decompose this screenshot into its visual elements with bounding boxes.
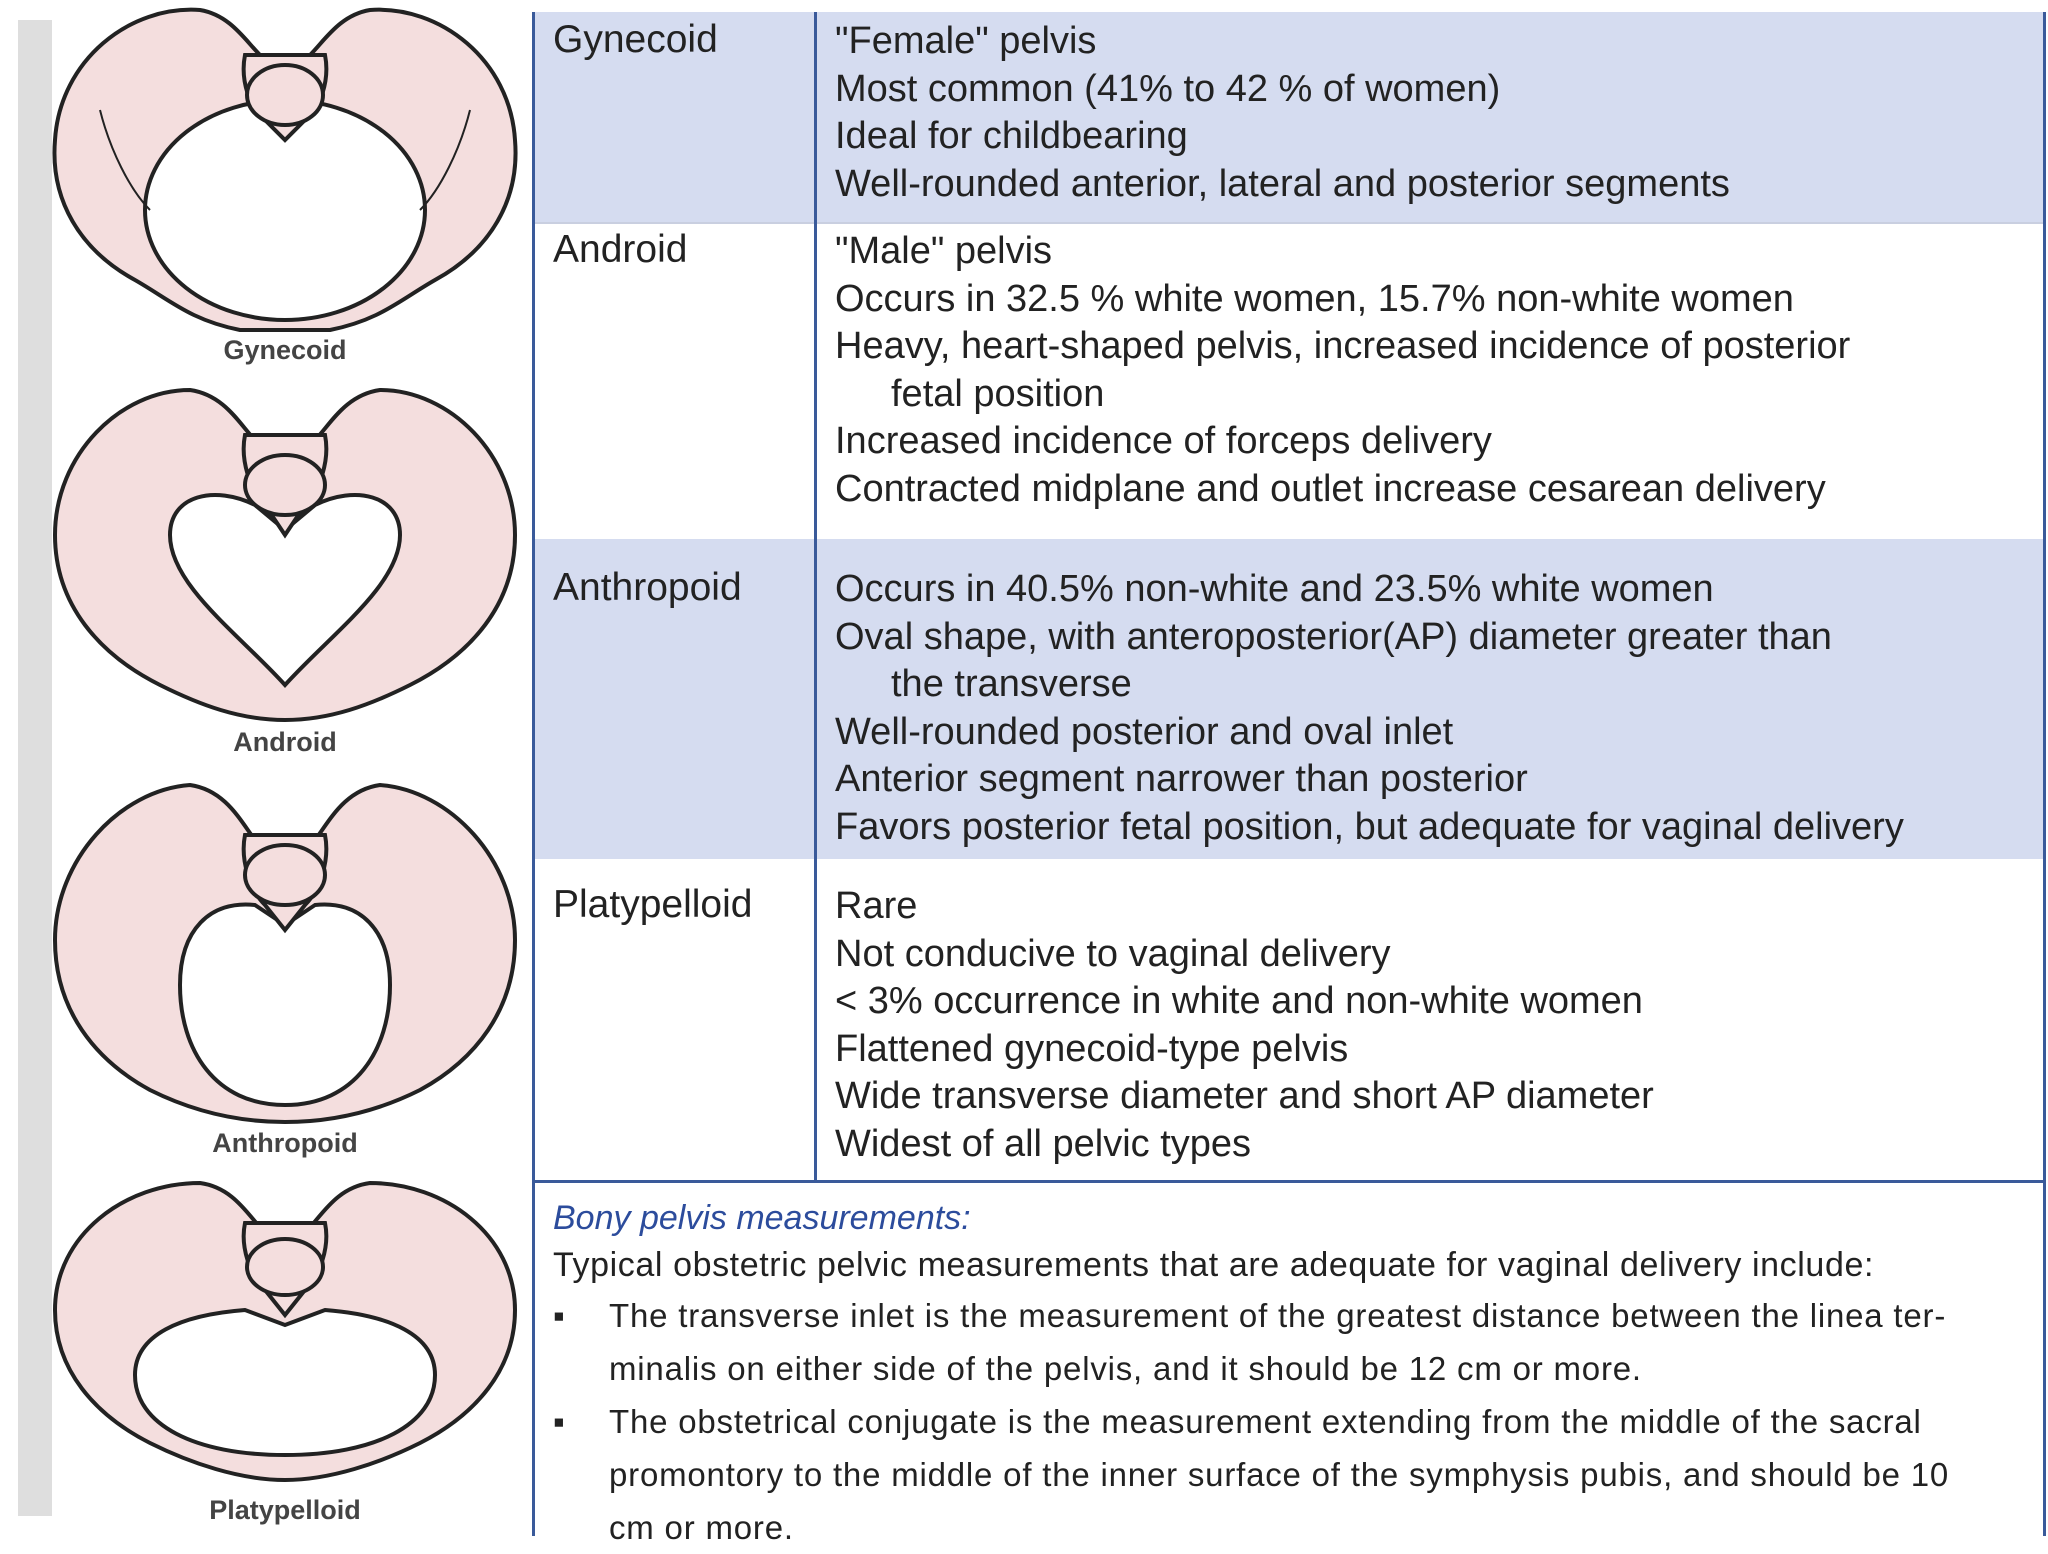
type-description: Occurs in 40.5% non-white and 23.5% whit… xyxy=(835,566,2025,851)
type-description: "Male" pelvis Occurs in 32.5 % white wom… xyxy=(835,228,2025,513)
bullet-line: cm or more. xyxy=(609,1509,794,1546)
description-line: Favors posterior fetal position, but ade… xyxy=(835,805,1904,848)
type-name: Gynecoid xyxy=(553,18,718,61)
left-edge-bar xyxy=(18,20,52,1516)
pelvis-label-platypelloid: Platypelloid xyxy=(209,1495,361,1525)
description-line: Not conducive to vaginal delivery xyxy=(835,932,1391,975)
bullet-line: minalis on either side of the pelvis, an… xyxy=(609,1350,1642,1387)
pelvis-illustrations: Gynecoid Android Anthropoid Platypelloid xyxy=(40,0,530,1536)
table-row-anthropoid: Anthropoid Occurs in 40.5% non-white and… xyxy=(535,539,2043,859)
pelvis-figure-anthropoid: Anthropoid xyxy=(40,780,530,1175)
anthropoid-pelvis-illustration xyxy=(52,782,518,1125)
bullet-square-icon: ▪ xyxy=(553,1297,566,1334)
description-line: "Male" pelvis xyxy=(835,230,1053,272)
description-line: Contracted midplane and outlet increase … xyxy=(835,467,1826,510)
description-line: Widest of all pelvic types xyxy=(835,1122,1252,1165)
measurement-bullet: ▪ The obstetrical conjugate is the measu… xyxy=(553,1395,2033,1554)
bony-pelvis-measurements: Bony pelvis measurements: Typical obstet… xyxy=(553,1195,2033,1554)
description-line: < 3% occurrence in white and non-white w… xyxy=(835,980,1643,1022)
pelvis-label-gynecoid: Gynecoid xyxy=(223,335,347,365)
description-line: Occurs in 40.5% non-white and 23.5% whit… xyxy=(835,568,1714,610)
description-line: the transverse xyxy=(891,663,1132,705)
description-line: Well-rounded anterior, lateral and poste… xyxy=(835,162,1730,205)
bullet-line: The obstetrical conjugate is the measure… xyxy=(609,1403,1922,1440)
description-line: Occurs in 32.5 % white women, 15.7% non-… xyxy=(835,277,1794,320)
measurements-divider xyxy=(535,1180,2043,1183)
description-line: Anterior segment narrower than posterior xyxy=(835,758,1528,800)
description-line: Oval shape, with anteroposterior(AP) dia… xyxy=(835,615,1832,658)
pelvis-type-table: Gynecoid "Female" pelvis Most common (41… xyxy=(532,12,2046,1546)
description-line: Increased incidence of forceps delivery xyxy=(835,420,1492,462)
measurements-title: Bony pelvis measurements: xyxy=(553,1199,971,1237)
type-name: Android xyxy=(553,228,688,271)
pelvis-label-anthropoid: Anthropoid xyxy=(212,1128,358,1158)
pelvis-label-android: Android xyxy=(233,727,337,757)
table-row-gynecoid: Gynecoid "Female" pelvis Most common (41… xyxy=(535,12,2043,222)
type-description: Rare Not conducive to vaginal delivery <… xyxy=(835,883,2025,1168)
description-line: Most common (41% to 42 % of women) xyxy=(835,67,1501,110)
bullet-line: promontory to the middle of the inner su… xyxy=(609,1456,1950,1493)
measurement-bullet: ▪ The transverse inlet is the measuremen… xyxy=(553,1289,2033,1395)
row-divider xyxy=(535,222,2043,224)
table-row-android: Android "Male" pelvis Occurs in 32.5 % w… xyxy=(535,224,2043,539)
description-line: Wide transverse diameter and short AP di… xyxy=(835,1075,1654,1117)
table-row-platypelloid: Platypelloid Rare Not conducive to vagin… xyxy=(535,859,2043,1180)
description-line: Ideal for childbearing xyxy=(835,115,1188,157)
android-pelvis-illustration xyxy=(52,387,518,723)
pelvis-figure-gynecoid: Gynecoid xyxy=(40,0,530,385)
pelvis-figure-platypelloid: Platypelloid xyxy=(40,1175,530,1536)
measurements-intro: Typical obstetric pelvic measurements th… xyxy=(553,1246,1875,1284)
description-line: "Female" pelvis xyxy=(835,20,1097,62)
description-line: Heavy, heart-shaped pelvis, increased in… xyxy=(835,325,1851,367)
column-divider xyxy=(814,12,817,1183)
bullet-square-icon: ▪ xyxy=(553,1403,566,1440)
description-line: Flattened gynecoid-type pelvis xyxy=(835,1027,1349,1070)
type-name: Anthropoid xyxy=(553,566,742,609)
description-line: fetal position xyxy=(891,372,1105,415)
pelvis-figure-android: Android xyxy=(40,385,530,780)
type-description: "Female" pelvis Most common (41% to 42 %… xyxy=(835,18,2025,208)
gynecoid-pelvis-illustration xyxy=(52,7,518,332)
bullet-line: The transverse inlet is the measurement … xyxy=(609,1297,1947,1334)
platypelloid-pelvis-illustration xyxy=(52,1180,518,1483)
type-name: Platypelloid xyxy=(553,883,753,926)
description-line: Well-rounded posterior and oval inlet xyxy=(835,710,1454,753)
description-line: Rare xyxy=(835,885,918,927)
